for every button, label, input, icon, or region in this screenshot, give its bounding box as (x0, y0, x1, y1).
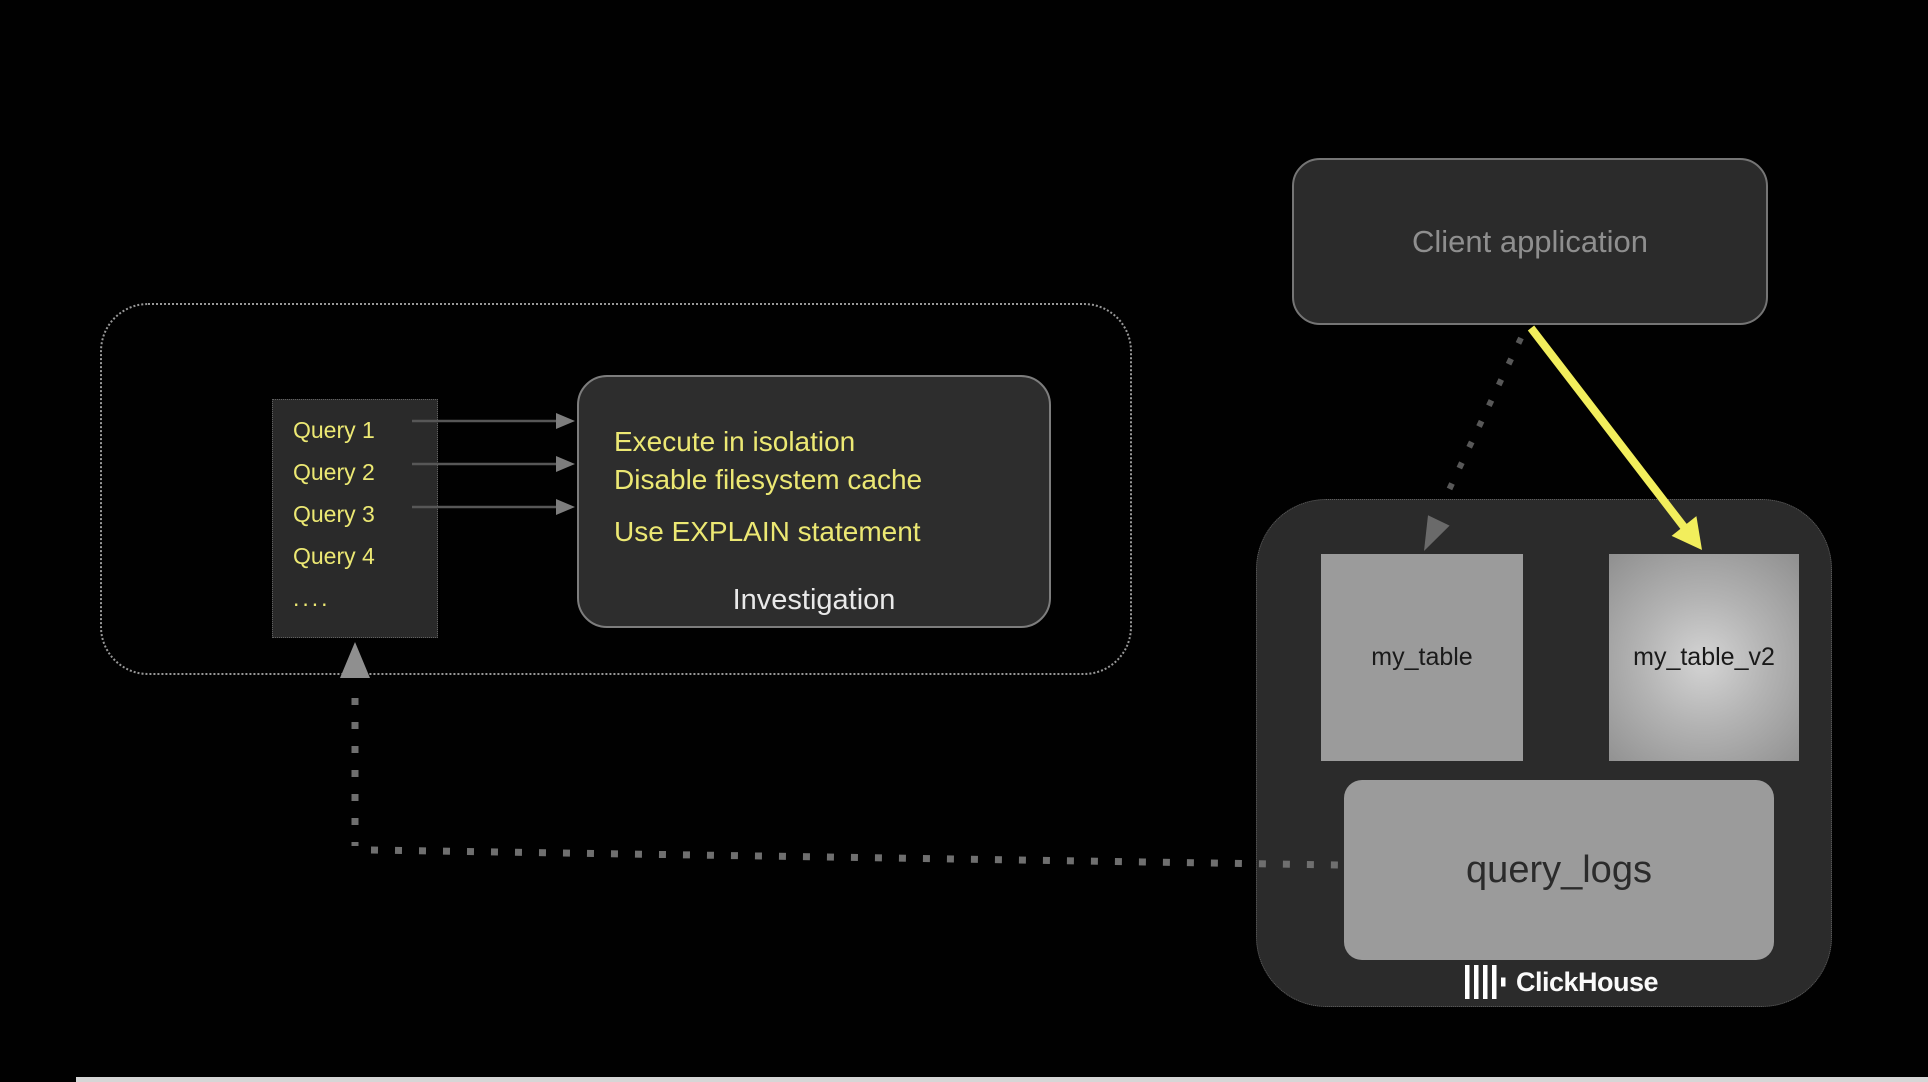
query-item: Query 4 (293, 543, 375, 569)
query-logs-label: query_logs (1466, 848, 1652, 891)
query-item: Query 2 (293, 459, 375, 485)
clickhouse-container: my_table my_table_v2 query_logs ClickHou… (1256, 499, 1832, 1007)
my-table-v2-node: my_table_v2 (1609, 554, 1799, 761)
tip-line: Execute in isolation (614, 426, 856, 457)
query-list-box: Query 1 Query 2 Query 3 Query 4 .... (272, 399, 438, 638)
investigation-box: Execute in isolation Disable filesystem … (577, 375, 1051, 628)
clickhouse-brand: ClickHouse (1465, 960, 1659, 1004)
investigation-dotted-container (100, 303, 1132, 675)
clickhouse-brand-label: ClickHouse (1516, 966, 1659, 997)
tip-line: Disable filesystem cache (614, 464, 923, 495)
client-application-node: Client application (1292, 158, 1768, 325)
slide-bottom-edge (76, 1077, 1928, 1082)
investigation-title: Investigation (732, 584, 896, 616)
query-item-ellipsis: .... (293, 585, 331, 611)
dotted-logs-path (340, 642, 1342, 869)
tip-line: Use EXPLAIN statement (614, 516, 921, 547)
query-logs-node: query_logs (1344, 780, 1774, 960)
my-table-v2-label: my_table_v2 (1633, 643, 1775, 671)
query-item: Query 1 (293, 417, 375, 443)
my-table-label: my_table (1371, 643, 1473, 671)
client-application-label: Client application (1411, 223, 1649, 259)
my-table-node: my_table (1321, 554, 1523, 761)
query-item: Query 3 (293, 501, 375, 527)
clickhouse-logo-icon (1465, 965, 1506, 999)
